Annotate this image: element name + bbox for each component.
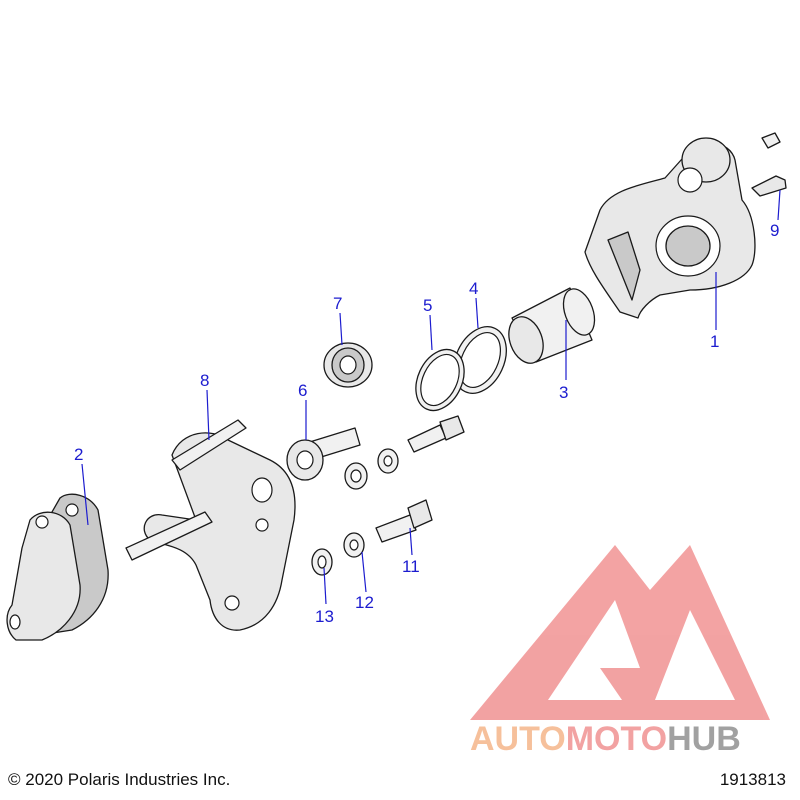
callout-2: 2 [74,445,83,464]
mounting-bolt [375,499,433,543]
callout-12: 12 [355,593,374,612]
piston-seal-ring-inner [458,332,502,388]
callout-1: 1 [710,332,719,351]
callout-5: 5 [423,296,432,315]
callout-labels: 1 2 3 4 5 6 7 8 9 11 12 13 [74,221,779,626]
brake-pads [6,493,109,641]
callout-6: 6 [298,381,307,400]
svg-text:AUTOMOTOHUB: AUTOMOTOHUB [470,720,741,758]
caliper-bracket [125,419,296,631]
callout-11: 11 [402,557,420,576]
piston [508,287,596,364]
diagram-number: 1913813 [719,770,786,789]
callout-9: 9 [770,221,779,240]
callout-4: 4 [469,279,478,298]
washers [311,448,399,576]
bleeder-screw [751,132,787,197]
leader-lines [81,189,781,605]
watermark-auto: AUTO [470,720,566,758]
watermark-logo-icon [470,545,770,720]
watermark-hub: HUB [667,720,741,758]
slide-pin-boot-upper [323,342,373,388]
callout-7: 7 [333,294,342,313]
caliper-housing [584,137,756,319]
copyright-text: © 2020 Polaris Industries Inc. [8,770,231,789]
callout-8: 8 [200,371,209,390]
slide-pin-boot-lower [286,427,361,481]
upper-pin-bolt [407,415,465,453]
automotohub-watermark: AUTOMOTOHUB [470,545,770,758]
callout-13: 13 [315,607,334,626]
watermark-moto: MOTO [566,720,667,758]
callout-3: 3 [559,383,568,402]
dust-seal-ring-inner [420,353,460,407]
